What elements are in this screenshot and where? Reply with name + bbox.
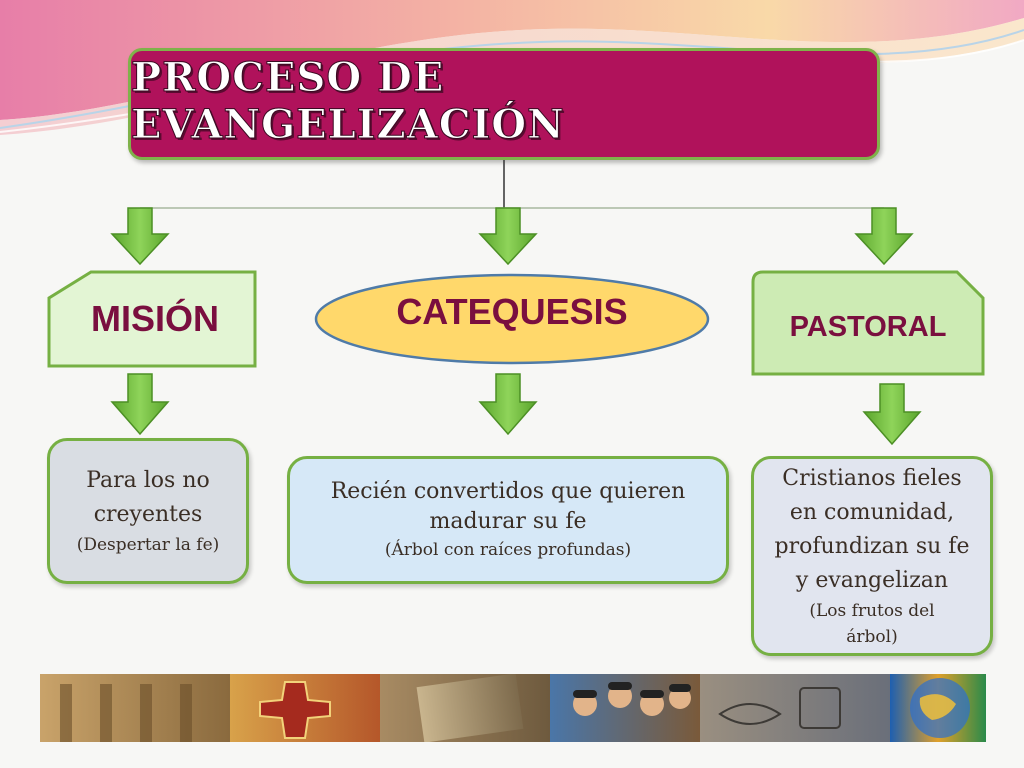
mision-description-main: Para los no creyentes (86, 468, 210, 527)
pastoral-card: PASTORAL (751, 270, 985, 376)
catequesis-oval-shape (314, 273, 710, 365)
pastoral-card-shape (751, 270, 985, 376)
pastoral-description: Cristianos fieles en comunidad, profundi… (751, 456, 993, 656)
down-arrow-icon-pastoral-bottom (862, 383, 922, 446)
mision-card: MISIÓN (47, 270, 257, 368)
catequesis-description-main: Recién convertidos que quieren madurar s… (330, 479, 686, 534)
photo-collage (40, 674, 986, 742)
pastoral-description-sub: (Los frutos del árbol) (809, 601, 935, 647)
catequesis-oval: CATEQUESIS (313, 272, 711, 366)
down-arrow-icon-catequesis-bottom (478, 373, 538, 436)
mision-card-shape (47, 270, 257, 368)
catequesis-description: Recién convertidos que quieren madurar s… (287, 456, 729, 584)
down-arrow-icon-catequesis-top (478, 207, 538, 266)
catequesis-description-sub: (Árbol con raíces profundas) (384, 540, 632, 560)
title-box: Proceso de evangelización (128, 48, 880, 160)
mision-description: Para los no creyentes (Despertar la fe) (47, 438, 249, 584)
down-arrow-icon-pastoral-top (854, 207, 914, 266)
catequesis-label: CATEQUESIS (396, 291, 628, 332)
down-arrow-icon-mision-bottom (110, 373, 170, 436)
down-arrow-icon-mision-top (110, 207, 170, 266)
photo-collage-strip (40, 674, 986, 742)
pastoral-description-main: Cristianos fieles en comunidad, profundi… (774, 466, 970, 593)
mision-label: MISIÓN (90, 298, 219, 339)
mision-description-sub: (Despertar la fe) (76, 535, 220, 555)
page-title: Proceso de evangelización (131, 54, 565, 149)
pastoral-label: PASTORAL (789, 310, 947, 343)
connector-lines (140, 160, 884, 209)
